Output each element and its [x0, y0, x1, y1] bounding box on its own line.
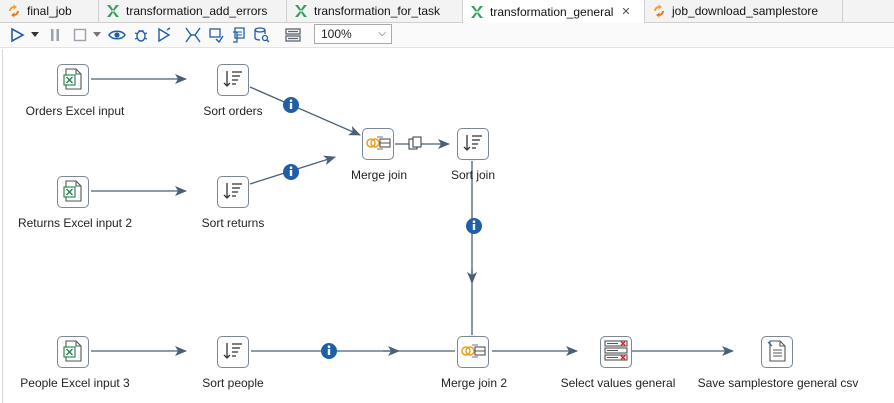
transformation-icon — [105, 3, 121, 19]
step-label: Save samplestore general csv — [697, 376, 859, 390]
step-label: Sort returns — [201, 216, 265, 230]
stop-dropdown-icon[interactable] — [92, 26, 102, 44]
step-merge-join[interactable] — [362, 128, 394, 160]
step-sort-returns[interactable] — [217, 176, 249, 208]
step-label: Merge join 2 — [440, 376, 508, 390]
step-label: Sort people — [202, 376, 264, 390]
zoom-value: 100% — [321, 27, 352, 41]
impact-icon[interactable] — [207, 26, 225, 44]
excel-input-icon — [63, 179, 83, 205]
job-icon — [651, 3, 667, 19]
close-icon[interactable]: ✕ — [621, 6, 631, 18]
tab-transformation-add-errors[interactable]: transformation_add_errors — [99, 0, 287, 22]
step-label: Select values general — [560, 376, 676, 390]
copy-rows-icon — [408, 136, 422, 150]
step-sort-orders[interactable] — [217, 64, 249, 96]
hop-link — [249, 86, 361, 136]
sort-rows-icon — [223, 70, 243, 91]
tab-label: job_download_samplestore — [672, 4, 819, 18]
chevron-down-icon: ⌵ — [378, 28, 386, 39]
sql-icon[interactable] — [230, 26, 248, 44]
sort-rows-icon — [223, 342, 243, 363]
tab-transformation-general[interactable]: transformation_general ✕ — [463, 0, 645, 23]
merge-join-icon — [365, 134, 391, 155]
hop-links — [91, 74, 734, 359]
tab-label: transformation_for_task — [314, 4, 441, 18]
step-label: Orders Excel input — [25, 104, 125, 118]
transformation-canvas[interactable]: Orders Excel input Returns Excel input 2… — [2, 49, 893, 403]
merge-join-icon — [460, 342, 486, 363]
debug-icon[interactable] — [132, 26, 150, 44]
step-label: Returns Excel input 2 — [17, 216, 133, 230]
step-label: Sort join — [450, 168, 496, 182]
editor-tab-bar: final_job transformation_add_errors tran… — [0, 0, 894, 23]
info-badge-icon — [466, 218, 482, 234]
tab-job-download-samplestore[interactable]: job_download_samplestore — [645, 0, 843, 22]
step-label: Sort orders — [203, 104, 263, 118]
step-label: Merge join — [350, 168, 408, 182]
verify-icon[interactable] — [184, 26, 202, 44]
text-file-output-icon — [767, 339, 787, 365]
info-badge-icon — [321, 343, 337, 359]
step-select-values-general[interactable] — [600, 336, 632, 368]
run-dropdown-icon[interactable] — [30, 26, 40, 44]
select-values-icon — [604, 339, 628, 365]
info-badges — [283, 97, 482, 359]
zoom-select[interactable]: 100% ⌵ — [314, 24, 392, 44]
step-merge-join-2[interactable] — [457, 336, 489, 368]
transformation-icon — [469, 4, 485, 20]
stop-icon[interactable] — [72, 26, 88, 44]
sort-rows-icon — [223, 182, 243, 203]
tab-label: final_job — [27, 4, 72, 18]
step-people-excel-input[interactable] — [57, 336, 89, 368]
info-badge-icon — [283, 164, 299, 180]
explore-db-icon[interactable] — [253, 26, 271, 44]
tab-transformation-for-task[interactable]: transformation_for_task — [287, 0, 463, 22]
step-returns-excel-input[interactable] — [57, 176, 89, 208]
replay-icon[interactable] — [155, 26, 173, 44]
transformation-icon — [293, 3, 309, 19]
sort-rows-icon — [463, 134, 483, 155]
excel-input-icon — [63, 339, 83, 365]
step-save-samplestore-general-csv[interactable] — [761, 336, 793, 368]
tab-label: transformation_add_errors — [126, 4, 268, 18]
show-results-icon[interactable] — [284, 26, 302, 44]
step-label: People Excel input 3 — [20, 376, 130, 390]
excel-input-icon — [63, 67, 83, 93]
step-sort-people[interactable] — [217, 336, 249, 368]
tab-label: transformation_general — [490, 4, 614, 19]
step-sort-join[interactable] — [457, 128, 489, 160]
step-orders-excel-input[interactable] — [57, 64, 89, 96]
preview-icon[interactable] — [108, 26, 126, 44]
run-icon[interactable] — [8, 26, 26, 44]
info-badge-icon — [283, 97, 299, 113]
pause-icon[interactable] — [48, 26, 62, 44]
job-icon — [6, 3, 22, 19]
tab-final-job[interactable]: final_job — [0, 0, 99, 22]
transformation-toolbar — [0, 23, 894, 48]
